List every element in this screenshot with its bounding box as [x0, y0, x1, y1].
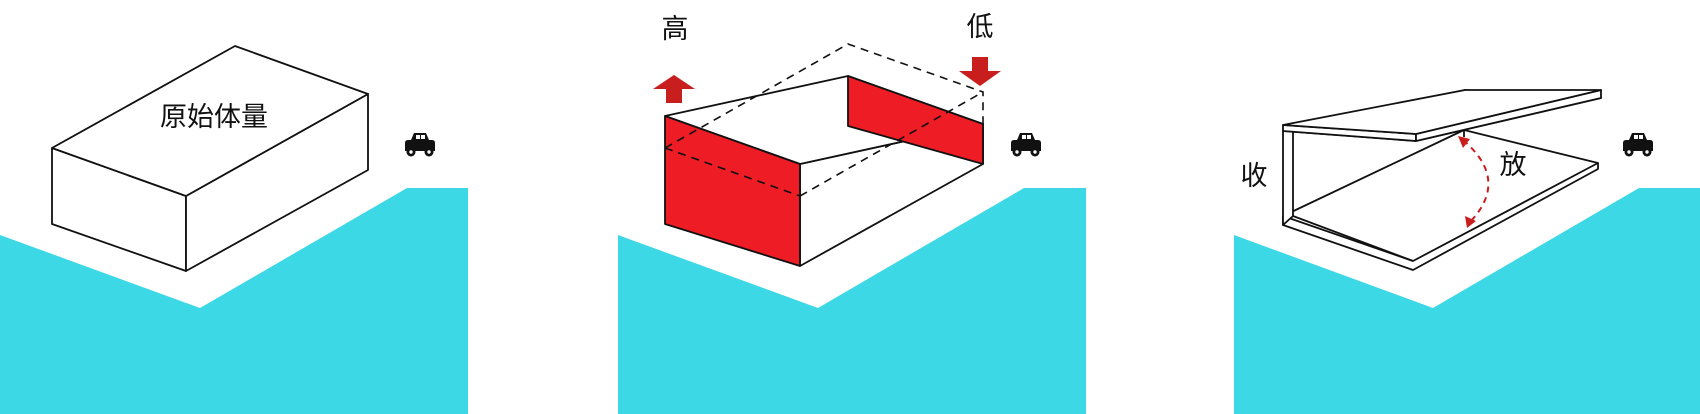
panel-high-low: 高 低 [618, 12, 1086, 414]
folded-volume [1282, 89, 1602, 271]
label-original-massing: 原始体量 [160, 102, 268, 133]
ground-terrain [0, 188, 468, 414]
car-icon [1623, 133, 1653, 157]
car-icon [405, 133, 435, 157]
ground-terrain [618, 188, 1086, 414]
box-volume [51, 45, 369, 272]
panel-close-open: 收 放 [1234, 89, 1700, 414]
label-low: 低 [967, 12, 994, 43]
curved-dashed-arrow-icon [1458, 136, 1490, 228]
red-wall-back [847, 75, 984, 165]
box-volume [664, 75, 984, 267]
arrow-down-icon [959, 57, 1001, 86]
red-wall-front [664, 115, 801, 267]
ground-terrain [1234, 188, 1700, 414]
label-open: 放 [1500, 150, 1527, 181]
arrow-up-icon [653, 75, 695, 103]
original-outline-dashed [664, 43, 984, 197]
car-icon [1011, 133, 1041, 157]
label-high: 高 [662, 14, 689, 45]
panel-original-massing: 原始体量 [0, 45, 468, 414]
label-close: 收 [1241, 161, 1268, 192]
